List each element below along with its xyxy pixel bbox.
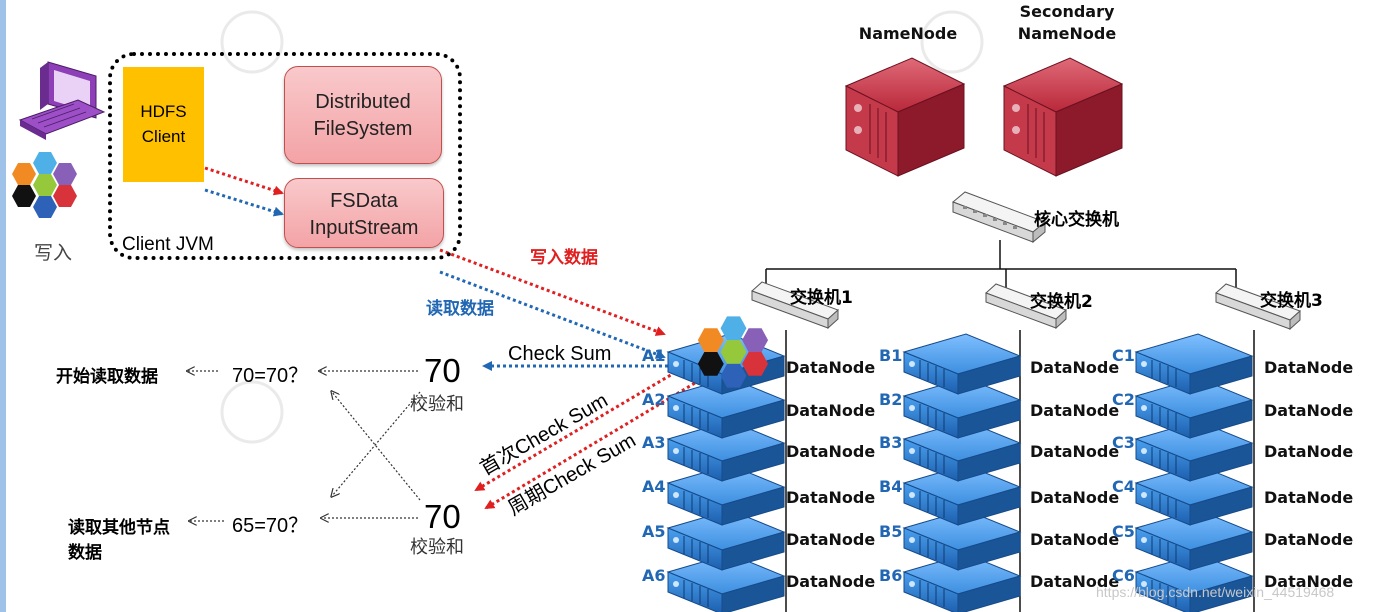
hdfs-client-label: HDFS Client <box>140 102 187 146</box>
server-rack-icon <box>666 420 786 482</box>
server-rack-icon <box>1134 553 1254 612</box>
server-rack-icon <box>902 464 1022 526</box>
datanode-label-c6: DataNode <box>1264 572 1354 591</box>
datanode-label-a4: DataNode <box>786 488 876 507</box>
datanode-label-b2: DataNode <box>1030 401 1120 420</box>
client-to-stream-blue-arrow <box>204 188 284 217</box>
rack-row-label-b5: B5 <box>879 522 903 541</box>
write-data-arrow <box>439 248 666 336</box>
datanode-label-b6: DataNode <box>1030 572 1120 591</box>
rack-row-label-b4: B4 <box>879 477 903 496</box>
server-rack-icon <box>1134 377 1254 439</box>
datanode-label-b5: DataNode <box>1030 530 1120 549</box>
core-switch-label: 核心交换机 <box>1034 210 1119 230</box>
server-rack-icon <box>902 420 1022 482</box>
server-rack-icon <box>1134 420 1254 482</box>
rack-row-label-b6: B6 <box>879 566 903 585</box>
client-to-stream-red-arrow <box>204 166 284 196</box>
rack-row-label-a5: A5 <box>642 522 666 541</box>
server-rack-icon <box>902 333 1022 395</box>
hexagon-logo-rack-icon <box>697 316 769 388</box>
datanode-label-a6: DataNode <box>786 572 876 591</box>
secondary-namenode-line2: NameNode <box>1017 24 1117 43</box>
core-switch-icon <box>952 191 1046 244</box>
hexagon-logo-icon <box>12 152 77 218</box>
datanode-label-c2: DataNode <box>1264 401 1354 420</box>
switch-1-icon <box>751 281 839 330</box>
datanode-label-c1: DataNode <box>1264 358 1354 377</box>
datanode-label-b1: DataNode <box>1030 358 1120 377</box>
rack-row-label-b2: B2 <box>879 390 903 409</box>
result-bottom-line1: 读取其他节点 <box>68 518 170 538</box>
namenode-label: NameNode <box>858 24 958 43</box>
distributed-filesystem-label: Distributed FileSystem <box>313 91 413 140</box>
client-jvm-box <box>108 52 462 260</box>
server-rack-icon <box>1134 464 1254 526</box>
hdfs-client-box: HDFS Client <box>123 67 204 182</box>
rack-row-label-c5: C5 <box>1112 522 1135 541</box>
fsdata-inputstream-label: FSData InputStream <box>309 190 419 239</box>
watermark-url: https://blog.csdn.net/weixin_44519468 <box>1096 584 1335 600</box>
server-rack-icon <box>902 377 1022 439</box>
cross-arrow-down <box>332 391 421 496</box>
secondary-namenode-server-icon <box>1002 57 1124 177</box>
first-check-sum-arrow <box>474 364 687 492</box>
datanode-label-b4: DataNode <box>1030 488 1120 507</box>
datanode-label-a3: DataNode <box>786 442 876 461</box>
fsdata-inputstream-box: FSData InputStream <box>284 178 444 248</box>
rack-row-label-a1: A1 <box>642 346 666 365</box>
cross-arrow-up <box>332 392 421 501</box>
namenode-server-icon <box>844 57 966 177</box>
rack-row-label-c2: C2 <box>1112 390 1135 409</box>
rack-row-label-c4: C4 <box>1112 477 1135 496</box>
server-rack-icon <box>902 509 1022 571</box>
read-data-label: 读取数据 <box>426 299 494 319</box>
checksum-value-top: 70 <box>424 352 461 389</box>
secondary-namenode-line1: Secondary <box>1019 2 1115 21</box>
rack-row-label-c3: C3 <box>1112 433 1135 452</box>
checksum-label-top: 校验和 <box>410 394 464 415</box>
datanode-label-c4: DataNode <box>1264 488 1354 507</box>
write-data-label: 写入数据 <box>530 248 598 268</box>
datanode-label-a1: DataNode <box>786 358 876 377</box>
rack-row-label-a6: A6 <box>642 566 666 585</box>
switch-1-label: 交换机1 <box>790 288 853 308</box>
switch-2-icon <box>985 283 1067 330</box>
rack-row-label-b1: B1 <box>879 346 903 365</box>
result-top: 开始读取数据 <box>56 367 158 387</box>
check-sum-label: Check Sum <box>508 343 612 365</box>
server-rack-icon <box>1134 333 1254 395</box>
switch-3-label: 交换机3 <box>1260 291 1323 311</box>
rack-row-label-c1: C1 <box>1112 346 1135 365</box>
rack-row-label-c6: C6 <box>1112 566 1135 585</box>
switch-2-label: 交换机2 <box>1030 292 1093 312</box>
rack-row-label-a4: A4 <box>642 477 666 496</box>
client-jvm-label: Client JVM <box>122 234 214 255</box>
datanode-label-a2: DataNode <box>786 401 876 420</box>
datanode-label-b3: DataNode <box>1030 442 1120 461</box>
datanode-label-c3: DataNode <box>1264 442 1354 461</box>
compare-bottom: 65=70？ <box>232 515 309 537</box>
server-rack-icon <box>666 464 786 526</box>
datanode-label-c5: DataNode <box>1264 530 1354 549</box>
rack-row-label-a2: A2 <box>642 390 666 409</box>
read-data-arrow <box>439 270 666 359</box>
switch-3-icon <box>1215 283 1301 331</box>
left-edge-bar <box>0 0 6 612</box>
distributed-filesystem-box: Distributed FileSystem <box>284 66 442 164</box>
server-rack-icon <box>1134 509 1254 571</box>
server-rack-icon <box>666 553 786 612</box>
checksum-value-bottom: 70 <box>424 498 461 535</box>
datanode-label-a5: DataNode <box>786 530 876 549</box>
computer-icon <box>18 61 106 140</box>
rack-row-label-b3: B3 <box>879 433 903 452</box>
result-bottom-line2: 数据 <box>68 543 102 563</box>
checksum-label-bottom: 校验和 <box>410 537 464 558</box>
rack-row-label-a3: A3 <box>642 433 666 452</box>
compare-top: 70=70？ <box>232 365 309 387</box>
write-label: 写入 <box>34 242 73 264</box>
server-rack-icon <box>902 553 1022 612</box>
